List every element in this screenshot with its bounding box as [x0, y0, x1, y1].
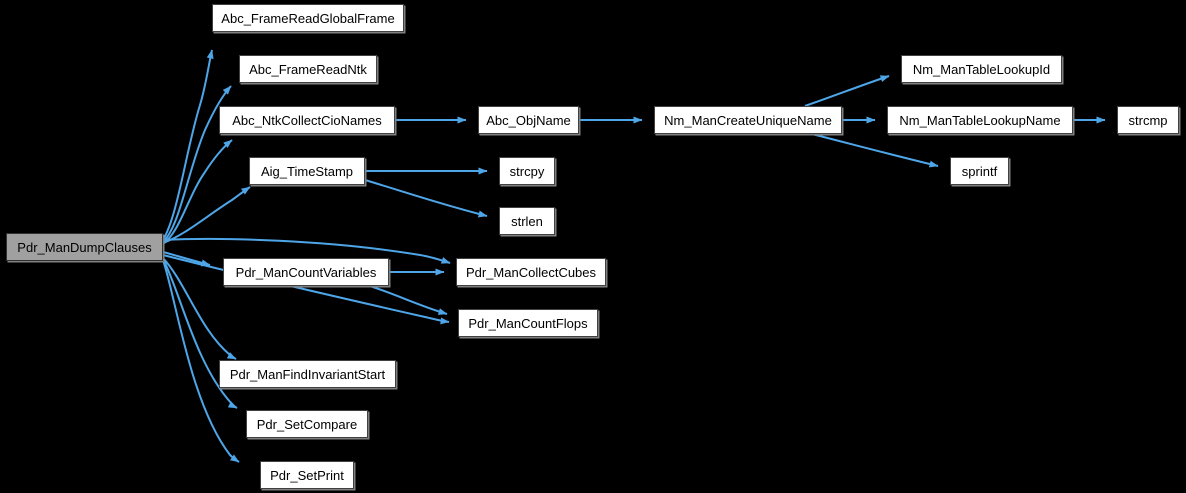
graph-edge-pdr_mandumpclauses-to-abc_ntkcollectcionames [162, 139, 233, 245]
graph-node-sprintf[interactable]: sprintf [950, 157, 1009, 185]
graph-node-nm_mancreateuniquename[interactable]: Nm_ManCreateUniqueName [654, 106, 842, 134]
graph-edge-nm_mancreateuniquename-to-sprintf [811, 133, 939, 168]
graph-node-pdr_manfindinvariantstart[interactable]: Pdr_ManFindInvariantStart [219, 360, 396, 388]
graph-node-pdr_setcompare[interactable]: Pdr_SetCompare [246, 410, 368, 438]
graph-node-abc_framereadntk[interactable]: Abc_FrameReadNtk [239, 55, 377, 83]
graph-node-abc_ntkcollectcionames[interactable]: Abc_NtkCollectCioNames [219, 106, 395, 134]
graph-node-label: Pdr_ManCountVariables [235, 264, 377, 280]
graph-node-label: Pdr_ManCountFlops [468, 315, 588, 331]
graph-node-label: Abc_FrameReadNtk [249, 61, 367, 77]
graph-node-pdr_mancollectcubes[interactable]: Pdr_ManCollectCubes [456, 258, 606, 286]
graph-node-abc_objname[interactable]: Abc_ObjName [478, 106, 579, 134]
graph-node-pdr_setprint[interactable]: Pdr_SetPrint [260, 461, 354, 489]
graph-node-label: sprintf [961, 163, 998, 179]
graph-node-strcpy[interactable]: strcpy [499, 157, 555, 185]
graph-node-pdr_mandumpclauses[interactable]: Pdr_ManDumpClauses [6, 233, 163, 261]
graph-edge-pdr_mandumpclauses-to-aig_timestamp [162, 186, 251, 244]
graph-node-label: Aig_TimeStamp [261, 163, 353, 179]
graph-edge-aig_timestamp-to-strlen [364, 179, 488, 218]
graph-node-label: Pdr_ManFindInvariantStart [229, 366, 386, 382]
graph-node-strcmp[interactable]: strcmp [1117, 106, 1179, 134]
graph-node-abc_framereadglobalframe[interactable]: Abc_FrameReadGlobalFrame [212, 4, 404, 32]
graph-node-label: Abc_ObjName [486, 112, 571, 128]
graph-node-label: Pdr_SetCompare [256, 416, 358, 432]
graph-node-label: Nm_ManTableLookupId [912, 61, 1051, 77]
graph-node-label: strcmp [1128, 112, 1168, 128]
graph-edge-nm_mancreateuniquename-to-nm_mantablelookupid [804, 75, 890, 107]
graph-node-nm_mantablelookupname[interactable]: Nm_ManTableLookupName [887, 106, 1073, 134]
graph-node-label: strlen [511, 213, 543, 229]
graph-edge-pdr_mandumpclauses-to-pdr_mancountvariables [162, 251, 211, 267]
graph-node-pdr_mancountvariables[interactable]: Pdr_ManCountVariables [223, 258, 389, 286]
graph-node-label: Nm_ManCreateUniqueName [664, 112, 832, 128]
graph-edge-pdr_mandumpclauses-to-abc_framereadglobalframe [162, 49, 214, 241]
graph-node-label: Pdr_SetPrint [270, 467, 344, 483]
graph-node-nm_mantablelookupid[interactable]: Nm_ManTableLookupId [901, 55, 1062, 83]
graph-node-pdr_mancountflops[interactable]: Pdr_ManCountFlops [458, 309, 598, 337]
graph-node-label: Abc_FrameReadGlobalFrame [221, 10, 395, 26]
graph-node-aig_timestamp[interactable]: Aig_TimeStamp [249, 157, 365, 185]
graph-node-label: Pdr_ManCollectCubes [465, 264, 597, 280]
graph-edge-pdr_mancountvariables-to-pdr_mancountflops [369, 285, 448, 315]
graph-node-label: Pdr_ManDumpClauses [17, 239, 152, 255]
graph-node-strlen[interactable]: strlen [499, 207, 555, 235]
graph-node-label: strcpy [509, 163, 545, 179]
graph-node-label: Abc_NtkCollectCioNames [232, 112, 382, 128]
graph-node-label: Nm_ManTableLookupName [899, 112, 1061, 128]
